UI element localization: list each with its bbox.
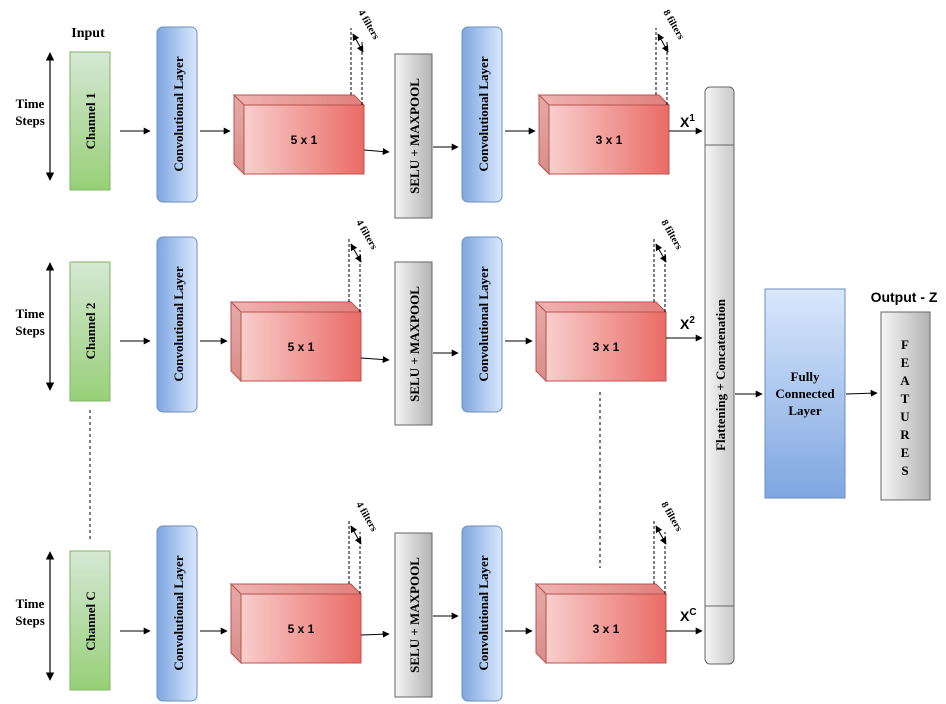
kernel-cube: 5 x 1 <box>229 300 363 383</box>
filter-count-label: 4 filters <box>353 500 379 534</box>
kernel-size-label: 5 x 1 <box>288 622 315 636</box>
kernel-size-label: 5 x 1 <box>291 133 318 147</box>
fc-layer-block: Fully Connected Layer <box>764 288 846 499</box>
filter-indicator: 8 filters <box>653 218 684 312</box>
output-vector-label: XC <box>680 607 697 624</box>
time-steps-label: Steps <box>15 323 45 338</box>
pool-label: SELU + MAXPOOL <box>407 286 422 402</box>
filter-count-label: 8 filters <box>660 8 686 42</box>
kernel-size-label: 3 x 1 <box>593 340 620 354</box>
fc-label-line: Layer <box>788 403 821 418</box>
filter-indicator: 8 filters <box>655 8 686 105</box>
channel-row-c: Time Steps Channel C Convolutional Layer… <box>15 500 703 702</box>
features-letter: F <box>901 337 909 352</box>
channel-box <box>69 51 111 191</box>
time-steps-label: Steps <box>15 613 45 628</box>
features-letter: E <box>901 355 910 370</box>
channel-label: Channel C <box>83 591 98 651</box>
channel-row-2: Time Steps Channel 2 Convolutional Layer… <box>15 218 703 426</box>
pool-block <box>394 532 433 698</box>
pool-block <box>394 53 433 219</box>
kernel-cube: 5 x 1 <box>229 582 363 665</box>
features-letter: U <box>900 409 910 424</box>
output-label: Output - Z <box>871 289 938 305</box>
conv-layer-block <box>461 26 503 203</box>
pool-block <box>394 261 433 426</box>
features-block: F E A T U R E S <box>880 311 931 501</box>
filter-count-label: 4 filters <box>355 8 381 42</box>
output-vector-label: X1 <box>680 113 695 130</box>
filter-indicator: 4 filters <box>350 8 381 105</box>
conv-layer-label: Convolutional Layer <box>171 555 186 670</box>
kernel-cube: 3 x 1 <box>534 300 668 383</box>
filter-count-label: 4 filters <box>353 218 379 252</box>
features-letter: E <box>901 445 910 460</box>
fc-label-line: Fully <box>791 369 820 384</box>
kernel-size-label: 5 x 1 <box>288 340 315 354</box>
input-label: Input <box>71 26 105 41</box>
filter-indicator: 8 filters <box>653 500 684 594</box>
conv-layer-block <box>461 236 503 413</box>
time-steps-label: Time <box>16 306 45 321</box>
conv-layer-label: Convolutional Layer <box>476 266 491 381</box>
filter-indicator: 4 filters <box>348 218 379 312</box>
channel-box <box>69 550 111 691</box>
time-steps-label: Steps <box>15 113 45 128</box>
time-steps-label: Time <box>16 596 45 611</box>
channel-label: Channel 2 <box>83 303 98 360</box>
pool-label: SELU + MAXPOOL <box>407 78 422 194</box>
fc-label-line: Connected <box>775 386 835 401</box>
pool-label: SELU + MAXPOOL <box>407 557 422 673</box>
kernel-size-label: 3 x 1 <box>593 622 620 636</box>
conv-layer-block <box>461 525 503 702</box>
conv-layer-label: Convolutional Layer <box>171 266 186 381</box>
features-letter: S <box>901 463 908 478</box>
features-letter: R <box>900 427 910 442</box>
conv-layer-block <box>156 236 198 413</box>
concat-label: Flattening + Concatenation <box>713 298 728 451</box>
conv-layer-label: Convolutional Layer <box>476 56 491 171</box>
kernel-size-label: 3 x 1 <box>596 133 623 147</box>
kernel-cube: 3 x 1 <box>534 582 668 665</box>
conv-layer-label: Convolutional Layer <box>171 56 186 171</box>
channel-box <box>69 261 111 402</box>
kernel-cube: 3 x 1 <box>537 93 671 176</box>
output-vector-label: X2 <box>680 315 695 332</box>
conv-layer-block <box>156 26 198 203</box>
filter-count-label: 8 filters <box>658 500 684 534</box>
features-letter: A <box>900 373 910 388</box>
concat-block: Flattening + Concatenation <box>704 86 735 665</box>
time-steps-label: Time <box>16 96 45 111</box>
conv-layer-block <box>156 525 198 702</box>
channel-label: Channel 1 <box>83 93 98 150</box>
kernel-cube: 5 x 1 <box>232 93 366 176</box>
filter-count-label: 8 filters <box>658 218 684 252</box>
conv-layer-label: Convolutional Layer <box>476 555 491 670</box>
features-letter: T <box>901 391 910 406</box>
filter-indicator: 4 filters <box>348 500 379 594</box>
channel-row-1: Time Steps Channel 1 Convolutional Layer… <box>15 8 703 219</box>
